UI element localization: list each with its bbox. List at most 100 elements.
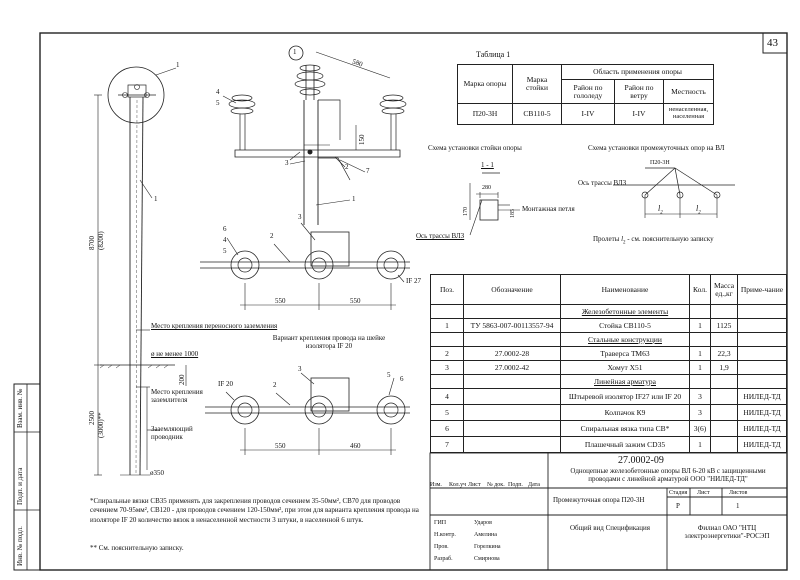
titleblock-person: Смирнова <box>474 556 500 562</box>
insulator-plan-top <box>200 222 410 310</box>
table1-h-ice: Район по гололеду <box>561 79 615 104</box>
section-dim-185: 185 <box>510 209 516 218</box>
plan-bottom-dim-b: 460 <box>350 442 361 450</box>
plan-top-dim-a: 550 <box>275 297 286 305</box>
pole-grounding-bottom: Место крепления заземлителя <box>151 388 203 405</box>
titleblock-lines <box>429 452 788 571</box>
pole-label-1a: 1 <box>176 61 180 69</box>
pole-dim-8700: 8700 <box>88 236 96 250</box>
crossarm-label-5: 5 <box>216 99 220 107</box>
crossarm-label-7: 7 <box>366 167 370 175</box>
spec-section-steel: Стальные конструкции <box>560 332 690 347</box>
insulator-plan-bottom <box>205 372 410 455</box>
pole-diameter-350: ø350 <box>150 469 164 477</box>
section-dim-170: 170 <box>463 207 469 216</box>
spec-h-qty: Кол. <box>689 274 711 305</box>
pole-diameter-min: ø не менее 1000 <box>151 350 199 358</box>
scheme2-l2a: l2 <box>658 204 663 216</box>
titleblock-stage: Р <box>676 502 680 510</box>
titleblock-doc-type: Общий вид Спецификация <box>569 524 651 532</box>
pole-dim-2500: 2500 <box>88 411 96 425</box>
section-mount-loop: Монтажная петля <box>522 205 575 213</box>
table1-title: Таблица 1 <box>476 50 511 59</box>
plan-top-label-3: 3 <box>298 213 302 221</box>
scheme2-l2b: l2 <box>696 204 701 216</box>
table1-cell-rack: СВ110-5 <box>512 103 562 125</box>
plan-bottom-label-6: 6 <box>400 375 404 383</box>
titleblock-person: Ударов <box>474 520 492 526</box>
table1-cell-mark: П20-3Н <box>457 103 513 125</box>
scheme2-mark: П20-3Н <box>650 160 670 166</box>
crossarm-label-3: 3 <box>285 159 289 167</box>
side-stamp-sign-date: Подп. и дата <box>16 467 24 505</box>
spec-h-designation: Обозначение <box>463 274 561 305</box>
pole-dim-200: 200 <box>178 374 186 386</box>
spec-h-name: Наименование <box>560 274 690 305</box>
section-1-1 <box>469 172 520 236</box>
section-scheme-title: Схема установки стойки опоры <box>428 144 522 152</box>
pole-conductor: Заземляющий проводник <box>151 425 193 442</box>
titleblock-role: ГИП <box>434 520 447 526</box>
side-stamp-inv-repl: Взам. инв. № <box>16 388 24 428</box>
table1-cell-wind: I-IV <box>614 103 664 125</box>
crossarm-drawing <box>222 45 407 225</box>
inner-frame <box>39 32 788 571</box>
titleblock-role: Н.контр. <box>434 532 456 538</box>
table1-h-terrain: Местность <box>663 79 714 104</box>
titleblock-stage-h: Стадия <box>669 490 688 496</box>
note-1: *Спиральные вязки СВ35 применять для зак… <box>90 497 419 524</box>
page-number-box <box>762 32 788 54</box>
spec-table: Поз. Обозначение Наименование Кол. Масса… <box>430 274 787 453</box>
section-cut-title: 1 - 1 <box>481 161 494 169</box>
titleblock-sheets: 1 <box>736 502 740 510</box>
table1-cell-terrain: ненаселенная, населенная <box>663 103 714 125</box>
plan-top-dim-b: 550 <box>350 297 361 305</box>
spec-section-fittings: Линейная арматура <box>560 374 690 389</box>
plan-top-label-2: 2 <box>270 232 274 240</box>
titleblock-project: Одноцепные железобетонные опоры ВЛ 6-20 … <box>570 467 766 484</box>
spec-h-pos: Поз. <box>430 274 464 305</box>
titleblock-sheets-h: Листов <box>729 490 748 496</box>
plan-bottom-label-5: 5 <box>387 371 391 379</box>
table1-cell-ice: I-IV <box>561 103 615 125</box>
section-route-axis: Ось трассы ВЛЗ <box>416 232 465 240</box>
scheme2-note: Пролеты l2 - см. пояснительную записку <box>593 235 714 246</box>
titleblock-sheet-name: Промежуточная опора П20-3Н <box>553 496 645 504</box>
pole-label-1b: 1 <box>154 195 158 203</box>
titleblock-role: Пров. <box>434 544 449 550</box>
titleblock-code: 27.0002-09 <box>618 455 664 466</box>
plan-bottom-label-2: 2 <box>273 381 277 389</box>
titleblock-person: Амелина <box>474 532 497 538</box>
plan-top-label-6: 6 <box>223 225 227 233</box>
plan-bottom-if20: IF 20 <box>218 380 233 388</box>
spec-h-mass: Масса ед.,кг <box>710 274 738 305</box>
crossarm-dim-150: 150 <box>358 134 366 146</box>
table1-h-rack: Марка стойки <box>512 64 562 104</box>
callout-number: 1 <box>293 48 297 56</box>
table1-h-wind: Район по ветру <box>614 79 664 104</box>
plan-top-label-4: 4 <box>223 236 227 244</box>
page-number: 43 <box>767 37 778 49</box>
side-stamp-inv-orig: Инв. № подл. <box>16 526 24 566</box>
titleblock-sheet-h: Лист <box>697 490 710 496</box>
section-dim-280: 280 <box>482 185 491 191</box>
plan-top-label-5: 5 <box>223 247 227 255</box>
crossarm-label-4: 4 <box>216 88 220 96</box>
titleblock-org: Филиал ОАО "НТЦ электроэнергетики"-РОСЭП <box>684 524 770 541</box>
pole-grounding-top: Место крепления переносного заземления <box>151 322 278 330</box>
pole-dim-8200: (8200) <box>97 231 105 250</box>
crossarm-label-1: 1 <box>352 195 356 203</box>
scheme2-route-axis: Ось трассы ВЛЗ <box>578 179 627 187</box>
pole-drawing <box>94 66 187 476</box>
spec-section-rc: Железобетонные элементы <box>560 304 690 319</box>
spec-h-note: Приме-чание <box>737 274 787 305</box>
crossarm-label-2: 2 <box>345 163 349 171</box>
